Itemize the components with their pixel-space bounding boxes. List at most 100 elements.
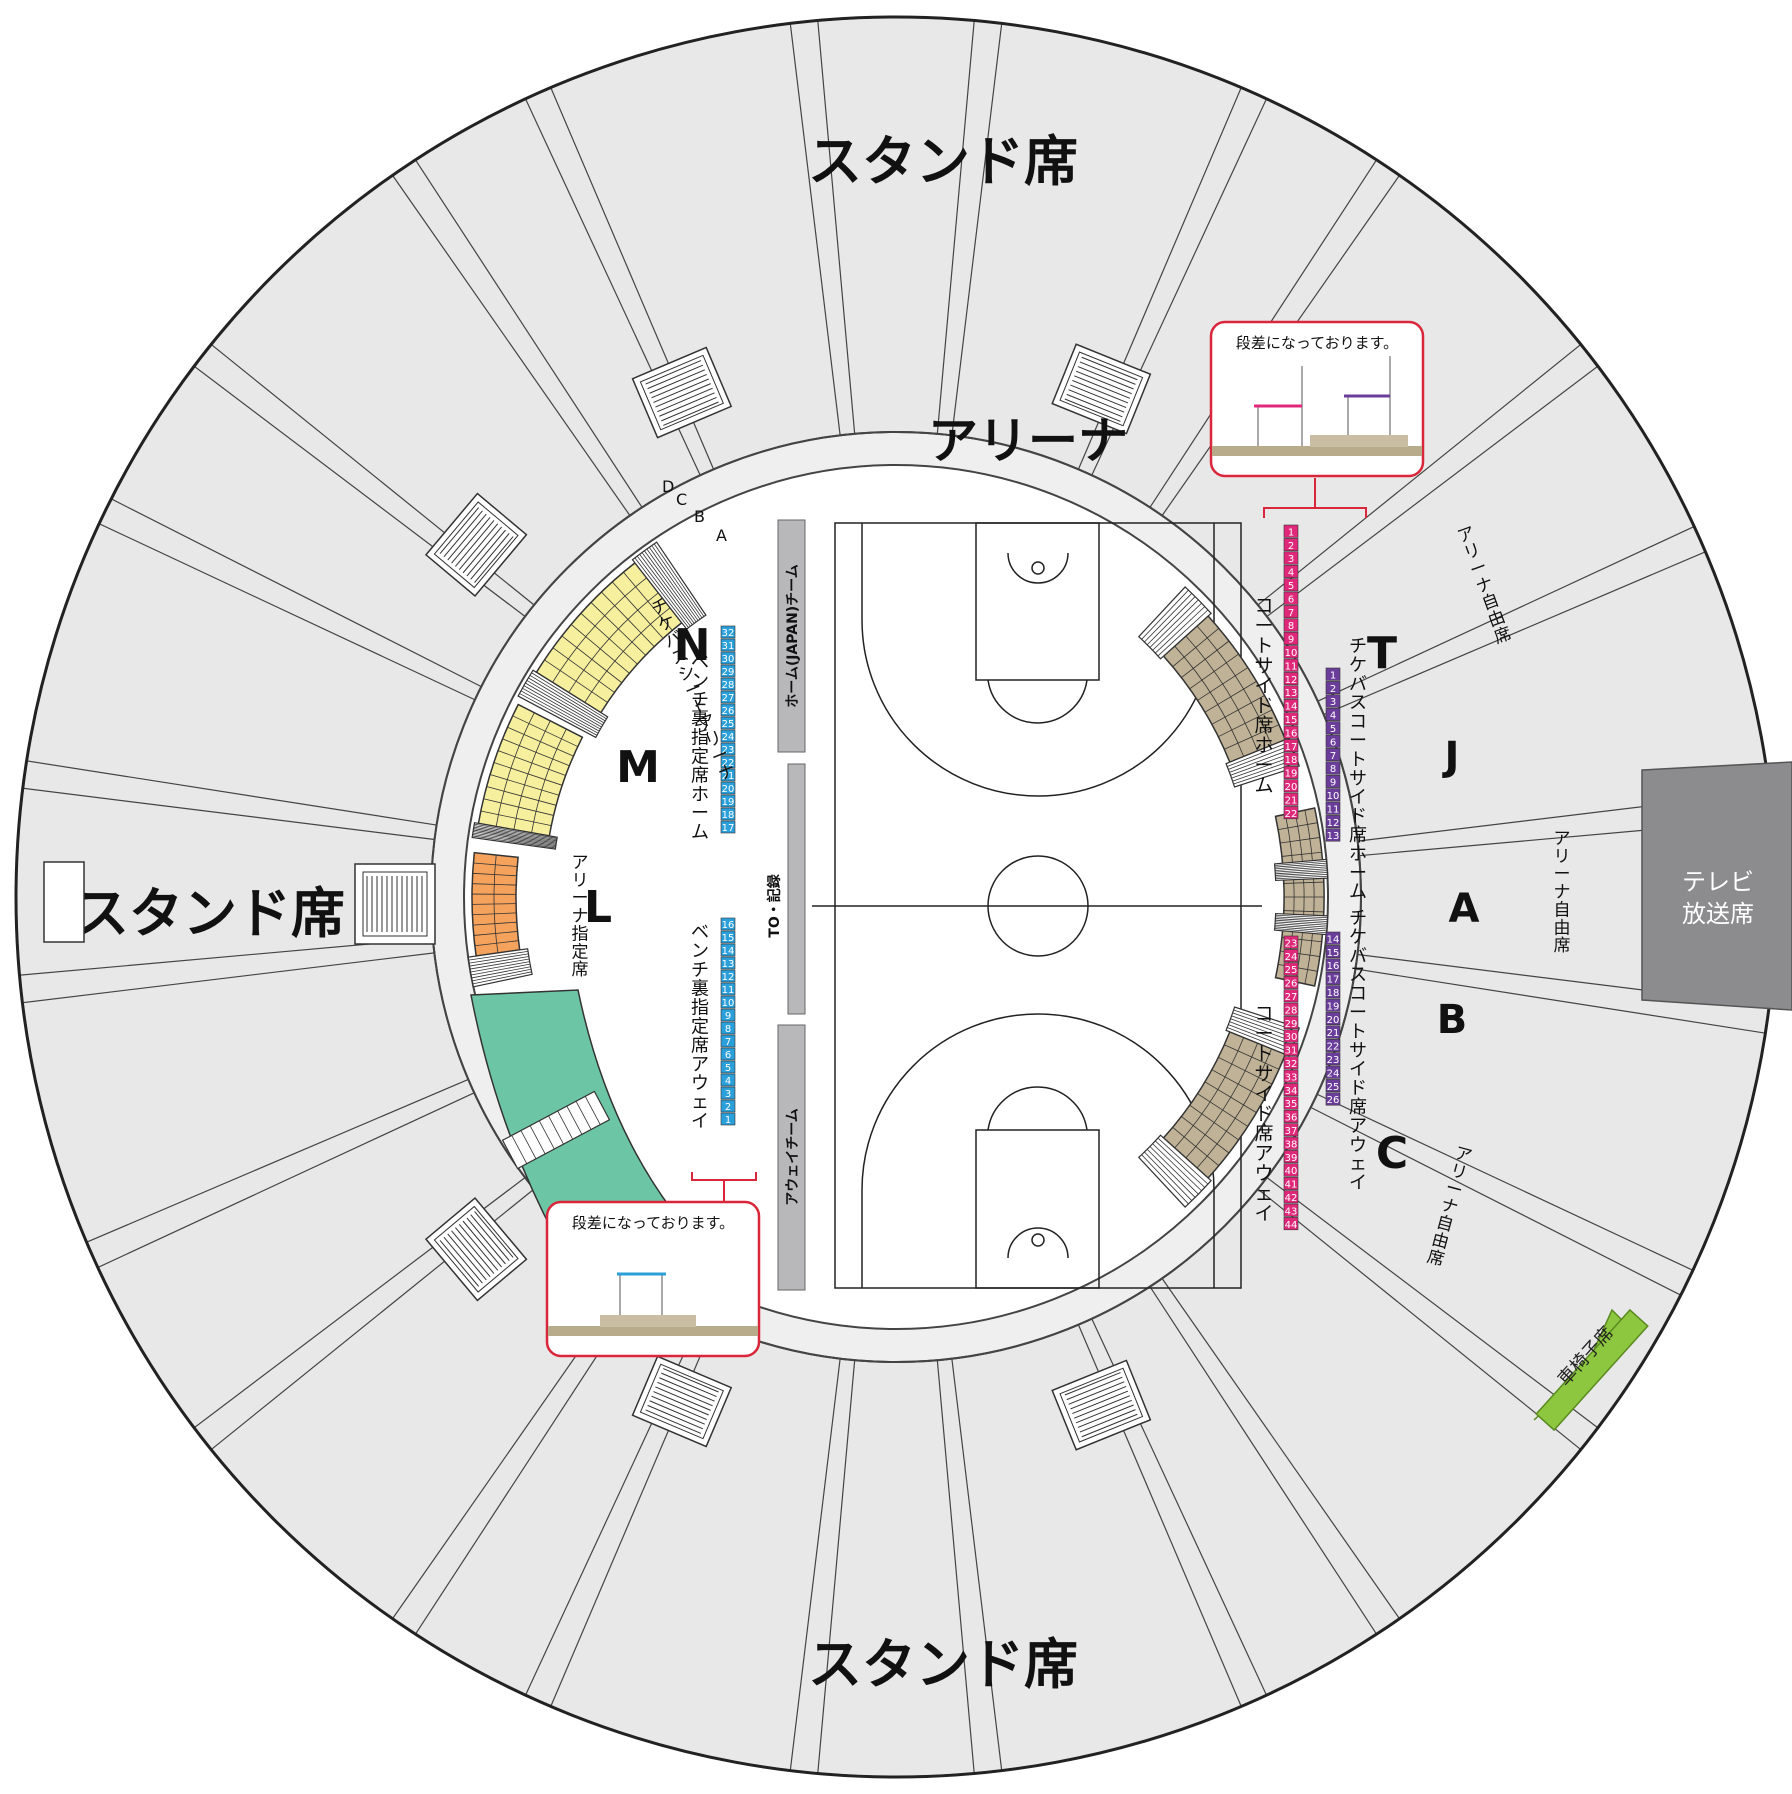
svg-text:3: 3 — [1330, 697, 1336, 708]
svg-text:ナ: ナ — [1554, 883, 1571, 903]
svg-text:44: 44 — [1285, 1220, 1298, 1231]
svg-text:39: 39 — [1285, 1153, 1298, 1164]
svg-text:14: 14 — [722, 946, 735, 957]
svg-text:チ: チ — [691, 960, 709, 981]
svg-text:ン: ン — [691, 941, 709, 962]
left-seat-blocks — [467, 541, 707, 988]
svg-text:15: 15 — [1285, 715, 1298, 726]
stair-icon — [631, 1355, 733, 1448]
row-letter-d: D — [662, 477, 674, 496]
svg-text:サ: サ — [1254, 1063, 1273, 1085]
svg-text:25: 25 — [1285, 965, 1298, 976]
svg-text:リ: リ — [1554, 847, 1571, 867]
svg-text:ト: ト — [689, 694, 712, 719]
svg-text:コ: コ — [1349, 984, 1367, 1005]
left-gate — [43, 861, 85, 943]
svg-text:14: 14 — [1285, 702, 1298, 713]
svg-text:コ: コ — [1349, 712, 1367, 733]
stairs-group — [354, 343, 1152, 1451]
svg-text:席: 席 — [1425, 1247, 1447, 1271]
stair-icon — [1051, 1359, 1152, 1451]
svg-text:ホ: ホ — [1349, 844, 1367, 865]
arena-reserved-block-l[interactable] — [471, 851, 521, 957]
svg-text:15: 15 — [1327, 948, 1340, 959]
svg-text:ェ: ェ — [1349, 1154, 1367, 1175]
tv-booth-label-2: 放送席 — [1682, 900, 1754, 928]
svg-text:ト: ト — [1254, 635, 1273, 657]
svg-text:リ: リ — [702, 727, 725, 752]
svg-text:ー: ー — [1254, 1023, 1273, 1045]
svg-text:4: 4 — [1330, 711, 1336, 722]
svg-text:席: 席 — [1492, 624, 1515, 649]
svg-text:席: 席 — [1349, 1097, 1367, 1118]
arena-floor — [463, 464, 1329, 1330]
svg-text:裏: 裏 — [691, 979, 709, 1000]
svg-text:イ: イ — [1254, 1083, 1273, 1105]
svg-text:ー: ー — [1254, 615, 1273, 637]
svg-text:コ: コ — [1254, 595, 1273, 617]
svg-text:ス: ス — [669, 645, 692, 670]
svg-text:指: 指 — [572, 924, 589, 944]
svg-text:定: 定 — [691, 1017, 709, 1038]
to-record-label: TO・記録 — [766, 873, 783, 937]
aisle-stairs — [517, 669, 609, 739]
svg-text:8: 8 — [1288, 621, 1294, 632]
stand-label-bottom: スタンド席 — [808, 1633, 1078, 1696]
svg-text:24: 24 — [1285, 952, 1298, 963]
svg-text:21: 21 — [1327, 1028, 1340, 1039]
svg-text:指: 指 — [691, 998, 709, 1019]
courtside-away-seats[interactable]: 2324252627282930313233343536373839404142… — [1283, 935, 1299, 1231]
svg-text:26: 26 — [722, 706, 735, 717]
svg-text:19: 19 — [1327, 1001, 1340, 1012]
svg-text:26: 26 — [1285, 979, 1298, 990]
svg-text:31: 31 — [722, 641, 735, 652]
svg-text:ア: ア — [1452, 1143, 1474, 1167]
svg-text:シ: シ — [675, 661, 698, 686]
svg-text:40: 40 — [1285, 1166, 1298, 1177]
aisle-stairs — [1137, 586, 1212, 660]
svg-text:22: 22 — [722, 758, 735, 769]
svg-text:席: 席 — [1254, 715, 1273, 737]
svg-text:27: 27 — [722, 693, 735, 704]
svg-text:リ: リ — [1448, 1161, 1470, 1185]
svg-text:ア: ア — [695, 711, 718, 736]
svg-text:33: 33 — [1285, 1072, 1298, 1083]
svg-text:ア: ア — [691, 1054, 709, 1075]
svg-text:43: 43 — [1285, 1206, 1298, 1217]
svg-text:19: 19 — [722, 797, 735, 808]
block-t: T — [1367, 628, 1397, 679]
svg-text:2: 2 — [1330, 684, 1336, 695]
team-bars: ホーム(JAPAN)チーム TO・記録 アウェイチーム — [766, 519, 806, 1291]
wheelchair-seats[interactable] — [1533, 1308, 1649, 1432]
svg-text:ウ: ウ — [691, 1073, 709, 1094]
stand-label-top: スタンド席 — [808, 130, 1078, 193]
svg-text:12: 12 — [1327, 818, 1340, 829]
svg-text:コ: コ — [1254, 1003, 1273, 1025]
svg-text:31: 31 — [1285, 1046, 1298, 1057]
chikebasu-seat-block-m[interactable] — [477, 703, 584, 837]
svg-text:5: 5 — [1288, 581, 1294, 592]
svg-text:1: 1 — [1288, 527, 1294, 538]
svg-text:ー: ー — [1254, 755, 1273, 777]
arena-free-block-t[interactable] — [1162, 614, 1287, 764]
svg-text:23: 23 — [1327, 1055, 1340, 1066]
svg-text:16: 16 — [1327, 961, 1340, 972]
svg-text:ム: ム — [1349, 882, 1367, 903]
arena-free-block-c[interactable] — [1162, 1030, 1287, 1180]
tv-booth[interactable] — [1641, 761, 1792, 1011]
row-letter-b: B — [694, 507, 705, 526]
svg-text:ホ: ホ — [1254, 735, 1273, 757]
